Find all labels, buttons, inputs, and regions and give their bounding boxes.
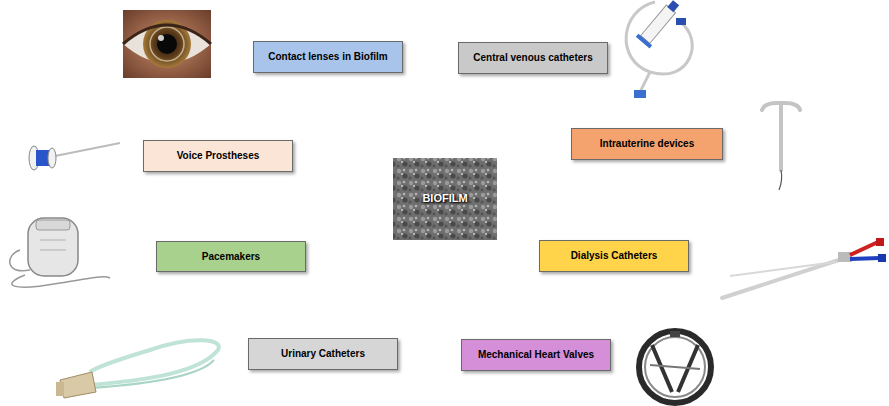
device-name: Urinary Catheters xyxy=(281,348,365,360)
device-label-box: Central venous catheters xyxy=(458,42,608,74)
device-name: Dialysis Catheters xyxy=(571,250,658,262)
image-title: BIOFILM xyxy=(422,192,467,205)
device-name: Pacemakers xyxy=(202,251,260,263)
device-name: Voice Prostheses xyxy=(177,150,260,162)
device-name: Contact lenses in Biofilm xyxy=(268,51,387,63)
device-name: Mechanical Heart Valves xyxy=(478,349,594,361)
catheter-illustration xyxy=(626,0,692,98)
device-label-box: Dialysis Catheters xyxy=(539,240,689,272)
eye-illustration xyxy=(123,10,211,78)
device-label-box: Voice Prostheses xyxy=(143,140,293,172)
device-label-box: Urinary Catheters xyxy=(248,338,398,370)
iud-illustration xyxy=(762,103,800,190)
dialysis-catheter-illustration xyxy=(722,238,886,298)
pacemaker-illustration xyxy=(10,218,110,287)
urinary-catheter-illustration xyxy=(56,340,219,398)
device-name: Intrauterine devices xyxy=(600,138,694,150)
device-label-box: Intrauterine devices xyxy=(571,128,723,160)
biofilm-micrograph xyxy=(393,158,497,240)
device-label-box: Mechanical Heart Valves xyxy=(461,339,611,371)
heart-valve-illustration xyxy=(639,331,711,403)
device-label-box: Pacemakers xyxy=(156,241,306,272)
device-name: Central venous catheters xyxy=(473,52,593,64)
voice-prosthesis-illustration xyxy=(29,143,120,170)
device-label-box: Contact lenses in Biofilm xyxy=(253,41,403,73)
biofilm-image-box: BIOFILM xyxy=(393,158,497,240)
